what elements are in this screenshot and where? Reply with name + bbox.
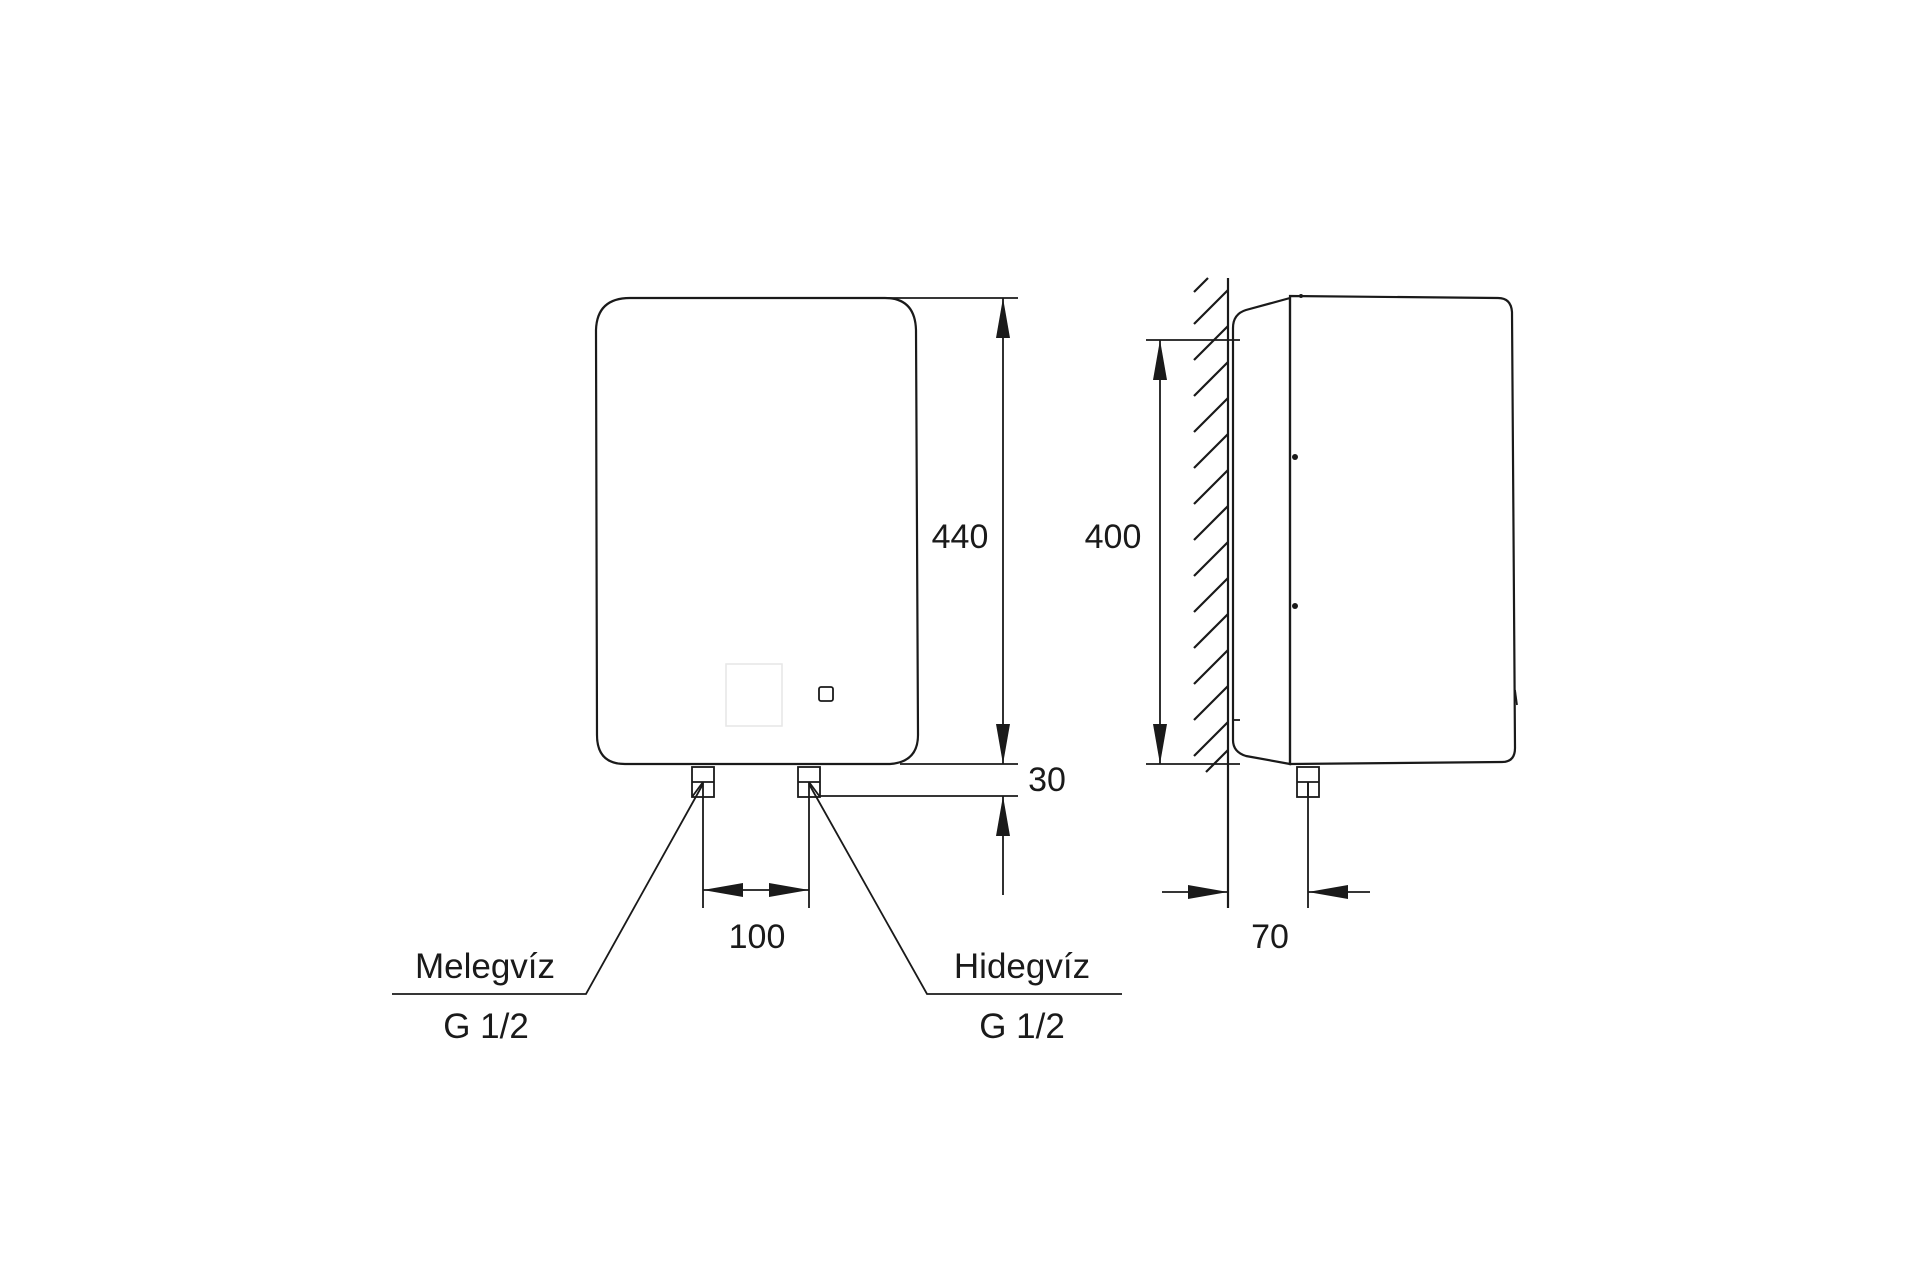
arrow-head [996,724,1010,764]
wall-hatching [1193,277,1229,773]
hot-water-thread: G 1/2 [443,1007,529,1046]
arrow-head [1153,724,1167,764]
indicator-light [818,686,834,702]
arrow-head [996,796,1010,836]
side-depth-label: 70 [1251,918,1289,956]
arrow-head [1188,885,1228,899]
side-housing-outline [1288,294,1517,766]
arrow-head [703,883,743,897]
cold-water-label: Hidegvíz [954,947,1090,986]
cold-water-leader: Hidegvíz G 1/2 [808,783,1122,1046]
fixing-point [1292,454,1298,460]
cold-water-thread: G 1/2 [979,1007,1065,1046]
mounting-bracket [1231,296,1292,766]
side-view: 400 70 [1085,277,1518,956]
hot-water-label: Melegvíz [415,947,555,986]
connection-offset-label: 30 [1028,761,1066,799]
arrow-head [996,298,1010,338]
connection-spacing-label: 100 [729,918,786,956]
fixing-point [1292,603,1298,609]
arrow-head [769,883,809,897]
front-housing-outline [594,296,920,766]
front-height-label: 440 [932,518,989,556]
hot-water-leader: Melegvíz G 1/2 [392,783,704,1046]
front-view: 440 30 100 Melegvíz G 1/2 Hidegvíz G 1/2 [392,296,1122,1046]
display-window [725,663,783,727]
arrow-head [1153,340,1167,380]
side-height-label: 400 [1085,518,1142,556]
arrow-head [1308,885,1348,899]
